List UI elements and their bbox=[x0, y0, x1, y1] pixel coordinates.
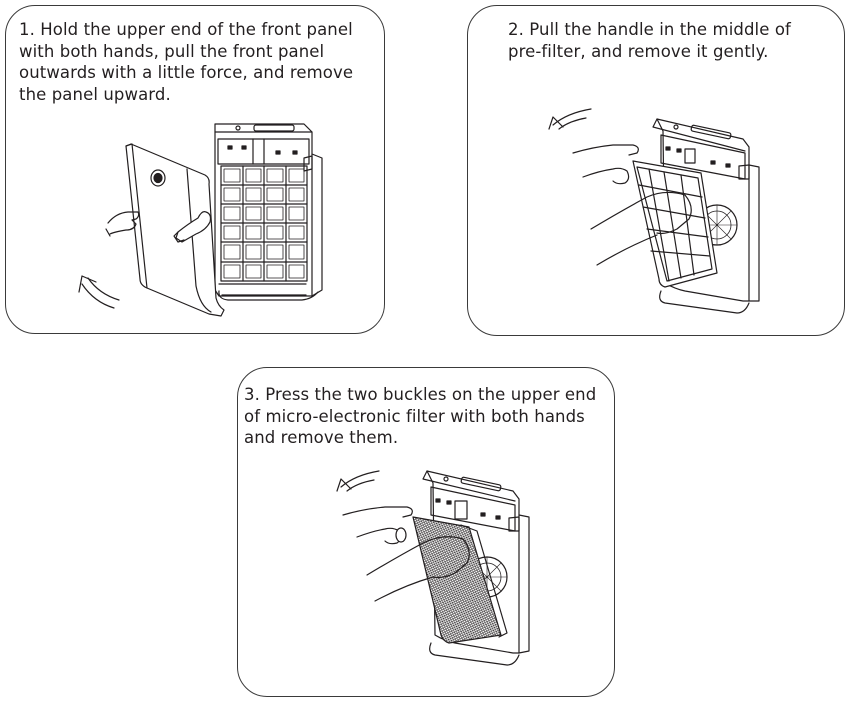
step-1-caption: 1. Hold the upper end of the front panel… bbox=[19, 19, 353, 105]
caption-line: outwards with a little force, and remove bbox=[19, 63, 354, 82]
step-3-panel: 3. Press the two buckles on the upper en… bbox=[237, 367, 615, 697]
filter-grid bbox=[221, 166, 307, 281]
caption-line: 1. Hold the upper end of the front panel bbox=[19, 20, 353, 39]
caption-line: 3. Press the two buckles on the upper en… bbox=[244, 385, 597, 404]
curved-arrow-left-icon bbox=[337, 471, 379, 491]
control-panel-display bbox=[254, 125, 294, 131]
hand-right bbox=[174, 212, 211, 242]
hand-upper bbox=[343, 507, 412, 544]
micro-electronic-filter bbox=[413, 517, 507, 643]
hand-lower bbox=[591, 192, 691, 265]
step-2-panel: 2. Pull the handle in the middle of pre-… bbox=[467, 5, 845, 336]
front-panel-removal-illustration bbox=[6, 6, 386, 335]
hand-left bbox=[106, 212, 139, 236]
curved-arrow-left-icon bbox=[79, 276, 119, 308]
step-2-caption: 2. Pull the handle in the middle of pre-… bbox=[508, 19, 791, 62]
air-purifier-unit bbox=[215, 124, 322, 300]
logo-emblem bbox=[151, 170, 165, 186]
hand-lower bbox=[367, 537, 469, 601]
curved-arrow-left-icon bbox=[549, 109, 591, 129]
caption-line: and remove them. bbox=[244, 428, 399, 447]
hand-upper bbox=[573, 145, 638, 184]
caption-line: the panel upward. bbox=[19, 84, 171, 104]
step-1-panel: 1. Hold the upper end of the front panel… bbox=[5, 5, 385, 334]
pre-filter bbox=[633, 161, 717, 287]
caption-line: pre-filter, and remove it gently. bbox=[508, 41, 769, 61]
micro-electronic-filter-removal-illustration bbox=[238, 368, 616, 698]
caption-line: with both hands, pull the front panel bbox=[19, 41, 325, 61]
pre-filter-removal-illustration bbox=[468, 6, 846, 337]
caption-line: 2. Pull the handle in the middle of bbox=[508, 20, 791, 39]
step-3-caption: 3. Press the two buckles on the upper en… bbox=[244, 384, 596, 449]
caption-line: of micro-electronic filter with both han… bbox=[244, 406, 585, 426]
front-panel bbox=[126, 144, 224, 316]
